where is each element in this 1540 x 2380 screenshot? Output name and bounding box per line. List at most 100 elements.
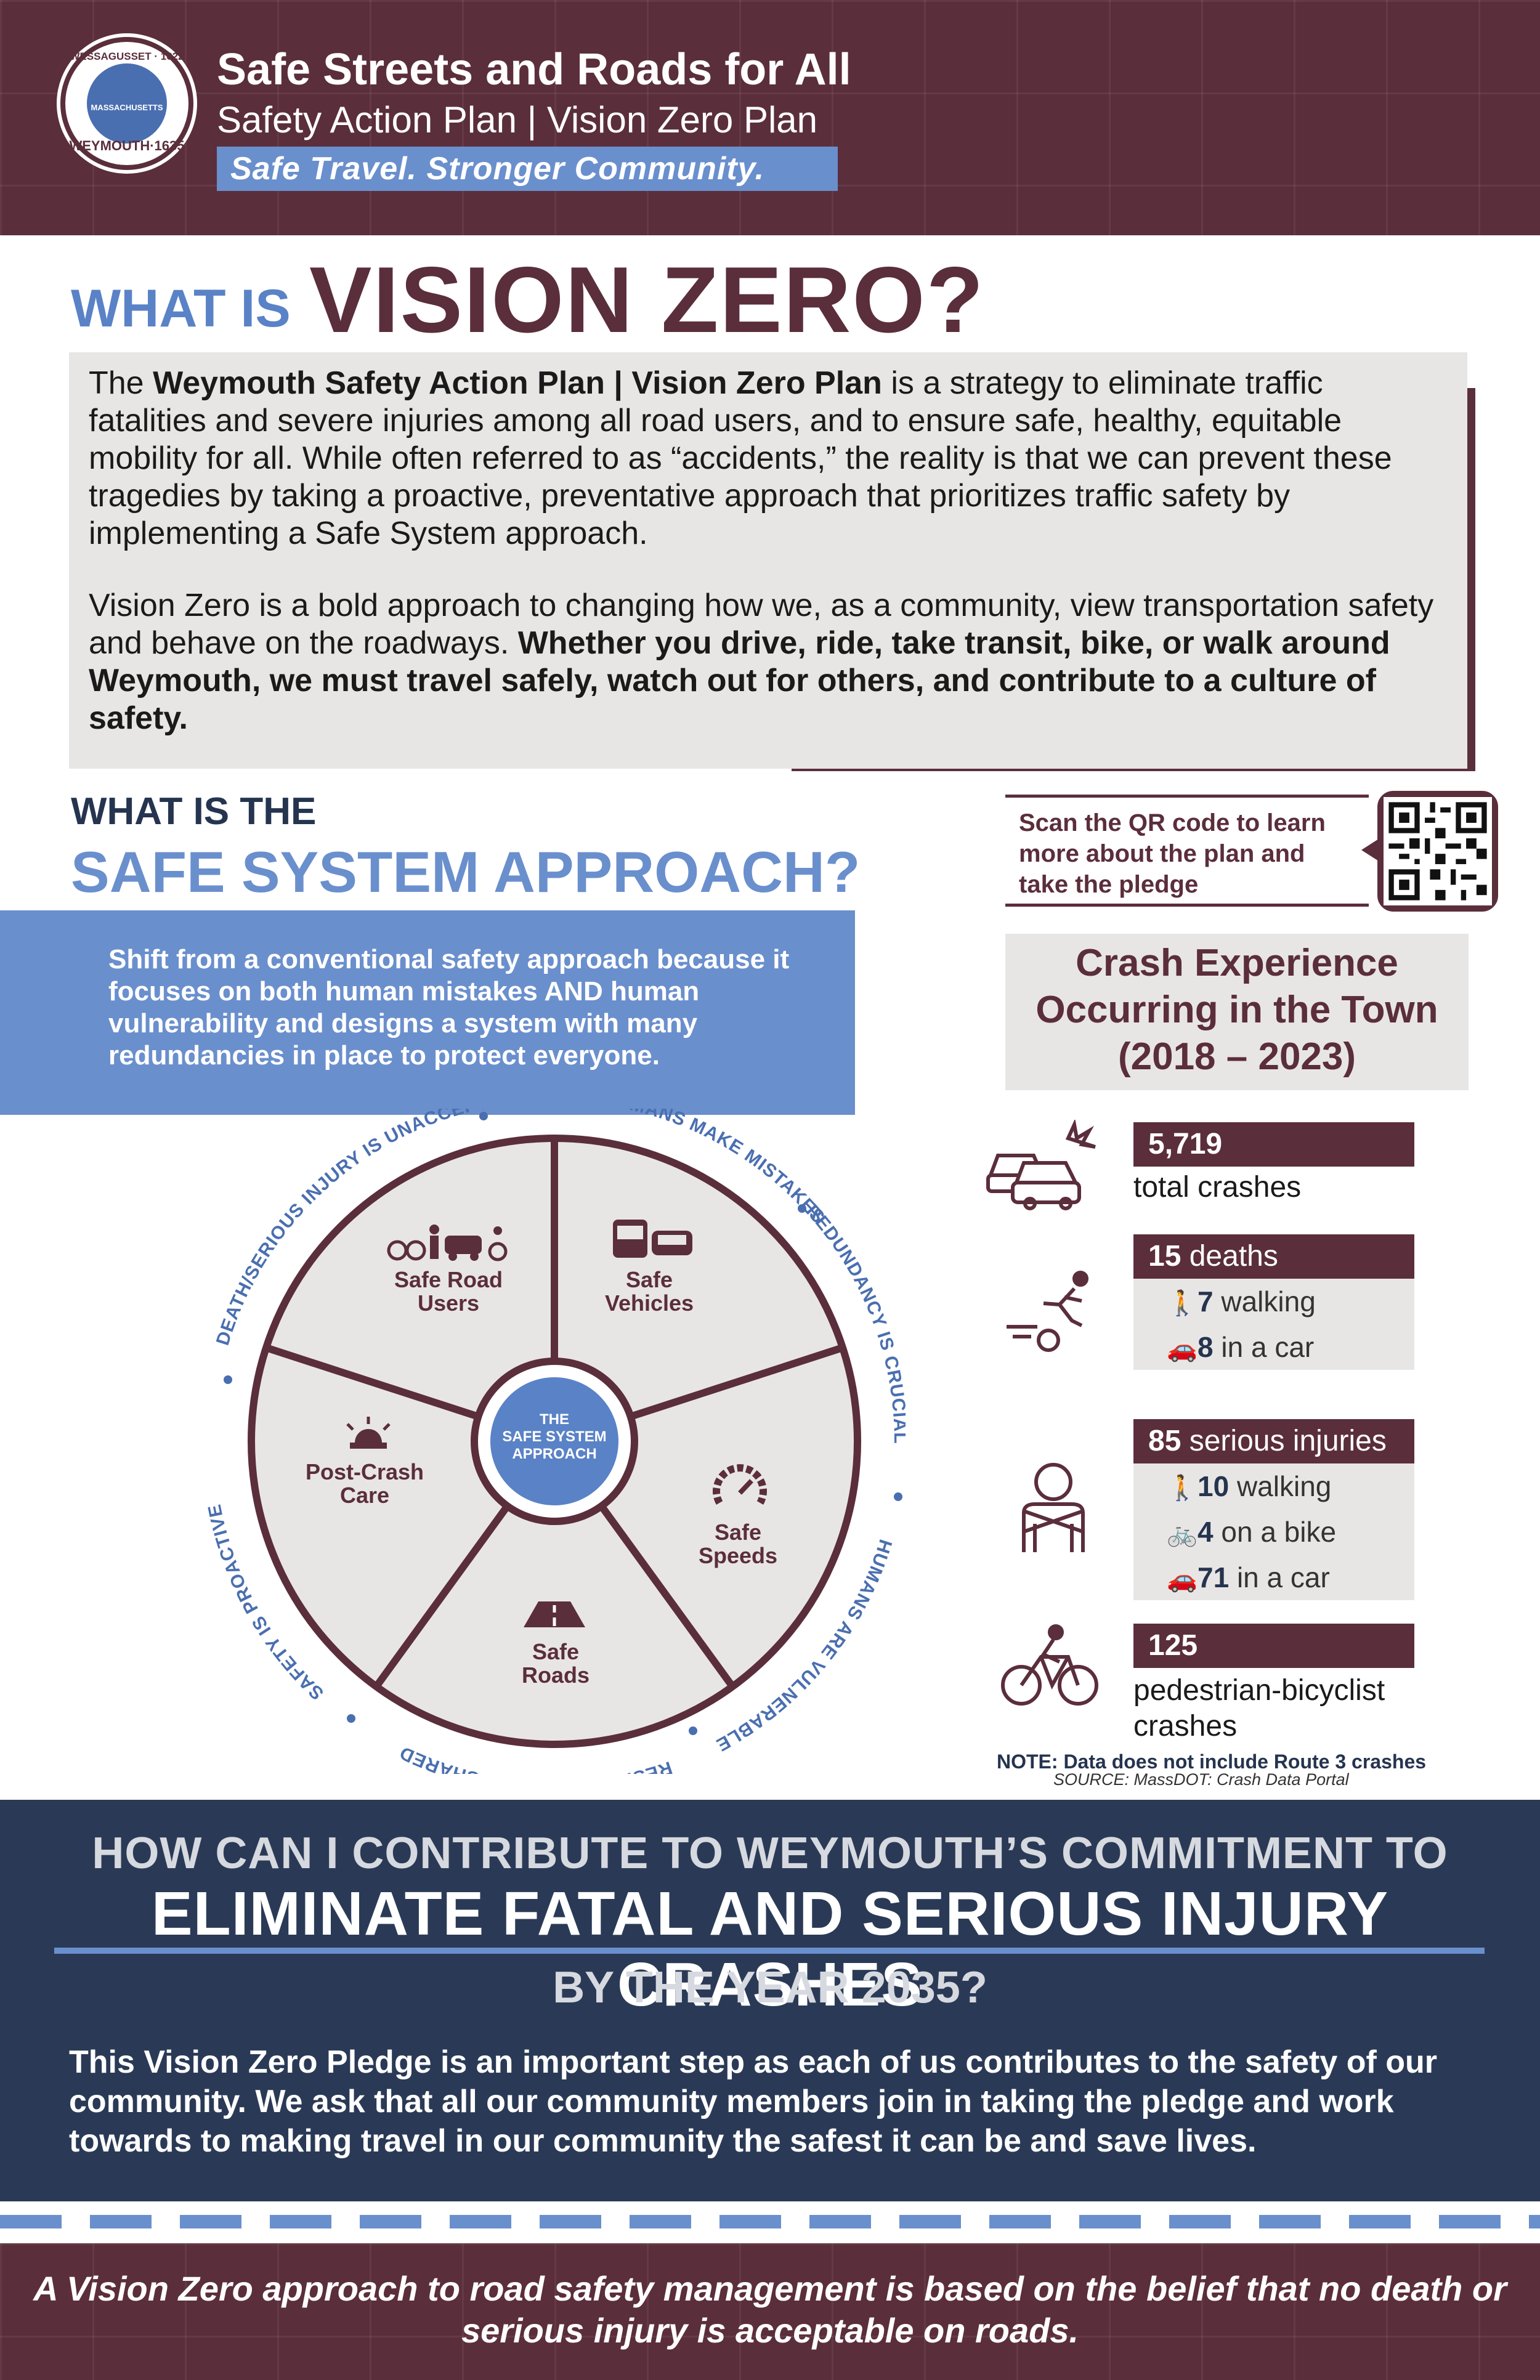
header-title: Safe Streets and Roads for All xyxy=(217,45,851,94)
data-note: NOTE: Data does not include Route 3 cras… xyxy=(997,1751,1427,1773)
pledge-question-line-2: ELIMINATE FATAL AND SERIOUS INJURY CRASH… xyxy=(151,1879,1389,2019)
wheel-center xyxy=(490,1377,618,1505)
road-icon xyxy=(524,1601,585,1627)
pledge-question-line-3: BY THE YEAR 2035? xyxy=(553,1963,987,2012)
qr-code-icon[interactable] xyxy=(1384,797,1492,905)
vision-zero-heading-small: WHAT IS xyxy=(71,279,291,338)
pedestrian-struck-icon xyxy=(1007,1271,1088,1352)
deaths-walking-label: walking xyxy=(1221,1285,1316,1318)
segment-roads-l2: Roads xyxy=(522,1662,590,1688)
road-users-icon xyxy=(387,1224,508,1261)
segment-speeds-l1: Safe xyxy=(715,1520,761,1545)
injuries-breakdown: 🚶10 walking 🚲4 on a bike 🚗71 in a car xyxy=(1133,1463,1414,1600)
injuries-walking-label: walking xyxy=(1236,1470,1332,1502)
qr-callout-pointer xyxy=(1361,839,1379,861)
segment-roads-l1: Safe xyxy=(532,1639,579,1664)
seal-top-text: WESSAGUSSET · 1622 xyxy=(70,51,184,62)
injuries-value: 85 xyxy=(1148,1425,1181,1457)
deaths-label: deaths xyxy=(1189,1240,1278,1273)
road-dashes xyxy=(0,2215,1540,2228)
injured-person-icon xyxy=(1022,1463,1085,1552)
intro-p1-pre: The xyxy=(89,365,153,401)
data-source: SOURCE: MassDOT: Crash Data Portal xyxy=(1053,1770,1349,1789)
walking-icon: 🚶 xyxy=(1167,1290,1198,1317)
speedometer-icon xyxy=(713,1464,767,1505)
segment-vehicles-l2: Vehicles xyxy=(605,1290,694,1316)
deaths-car-value: 8 xyxy=(1198,1331,1214,1363)
total-crashes-value: 5,719 xyxy=(1148,1128,1223,1160)
segment-vehicles-l1: Safe xyxy=(626,1267,673,1292)
bike-icon: 🚲 xyxy=(1167,1520,1198,1547)
vision-zero-heading: VISION ZERO? xyxy=(309,248,985,352)
safe-system-wheel: THE SAFE SYSTEM APPROACH Safe Road Users xyxy=(205,1109,906,1774)
segment-post-crash-l1: Post-Crash xyxy=(306,1459,424,1484)
segment-post-crash-l2: Care xyxy=(340,1483,389,1508)
intro-p2-bold: Whether you drive, ride, take transit, b… xyxy=(89,625,1390,736)
injuries-car-row: 🚗71 in a car xyxy=(1133,1555,1414,1600)
bicyclist-icon xyxy=(1001,1624,1098,1706)
intro-p1-post: is a strategy to eliminate traffic fatal… xyxy=(89,365,1392,551)
deaths-walking-value: 7 xyxy=(1198,1285,1214,1318)
header-banner xyxy=(0,0,1540,235)
pledge-section xyxy=(0,1800,1540,2201)
deaths-value: 15 xyxy=(1148,1240,1181,1273)
total-crashes-label: total crashes xyxy=(1133,1171,1302,1204)
emergency-light-icon xyxy=(346,1417,391,1449)
qr-callout: Scan the QR code to learn more about the… xyxy=(1005,795,1369,907)
intro-p1-bold: Weymouth Safety Action Plan | Vision Zer… xyxy=(153,365,882,401)
deaths-bar: 15 deaths xyxy=(1133,1234,1414,1279)
total-crashes-bar: 5,719 xyxy=(1133,1122,1414,1167)
injuries-car-value: 71 xyxy=(1198,1561,1230,1593)
vehicles-icon xyxy=(613,1220,692,1258)
deaths-breakdown: 🚶7 walking 🚗8 in a car xyxy=(1133,1279,1414,1370)
road-divider xyxy=(0,2201,1540,2243)
intro-paragraph-1: The Weymouth Safety Action Plan | Vision… xyxy=(89,365,1448,552)
center-line-1: THE xyxy=(540,1411,569,1428)
injuries-walking-value: 10 xyxy=(1198,1470,1230,1502)
intro-p2-pre: Vision Zero is a bold approach to changi… xyxy=(89,588,1434,661)
ped-bike-value: 125 xyxy=(1148,1629,1198,1662)
header-tagline: Safe Travel. Stronger Community. xyxy=(217,147,838,191)
qr-code-frame[interactable] xyxy=(1377,791,1498,912)
principle-dots xyxy=(224,1112,902,1735)
deaths-car-label: in a car xyxy=(1221,1331,1315,1363)
center-line-3: APPROACH xyxy=(512,1446,596,1462)
car-crash-icon xyxy=(986,1120,1096,1210)
ped-bike-label: pedestrian-bicyclist crashes xyxy=(1133,1674,1385,1742)
deaths-car-row: 🚗8 in a car xyxy=(1133,1324,1414,1370)
walking-icon: 🚶 xyxy=(1167,1475,1198,1502)
safe-system-heading-small: WHAT IS THE xyxy=(71,790,317,833)
town-seal-icon: WESSAGUSSET · 1622 MASSACHUSETTS WEYMOUT… xyxy=(60,37,193,170)
segment-road-users-l1: Safe Road xyxy=(394,1267,503,1292)
pledge-question-line-1: HOW CAN I CONTRIBUTE TO WEYMOUTH’S COMMI… xyxy=(92,1829,1448,1878)
safe-system-description: Shift from a conventional safety approac… xyxy=(108,944,790,1071)
injuries-bike-label: on a bike xyxy=(1221,1516,1337,1548)
seal-bottom-text: WEYMOUTH·1635 xyxy=(69,138,185,153)
center-line-2: SAFE SYSTEM xyxy=(502,1428,606,1445)
segment-road-users-l2: Users xyxy=(418,1290,479,1316)
injuries-car-label: in a car xyxy=(1236,1561,1330,1593)
intro-paragraph-2: Vision Zero is a bold approach to changi… xyxy=(89,587,1448,737)
injuries-label: serious injuries xyxy=(1189,1425,1387,1457)
injuries-bike-value: 4 xyxy=(1198,1516,1214,1548)
injuries-bike-row: 🚲4 on a bike xyxy=(1133,1509,1414,1555)
footer-statement: A Vision Zero approach to road safety ma… xyxy=(33,2269,1507,2350)
injuries-bar: 85 serious injuries xyxy=(1133,1419,1414,1463)
injuries-walking-row: 🚶10 walking xyxy=(1133,1463,1414,1509)
crash-heading-line-2: Occurring in the Town xyxy=(1035,989,1438,1031)
pledge-body: This Vision Zero Pledge is an important … xyxy=(69,2044,1437,2159)
pledge-underline xyxy=(54,1948,1485,1954)
header-subtitle: Safety Action Plan | Vision Zero Plan xyxy=(217,99,818,140)
safe-system-heading: SAFE SYSTEM APPROACH? xyxy=(71,840,861,904)
ped-bike-bar: 125 xyxy=(1133,1624,1414,1668)
seal-center: MASSACHUSETTS xyxy=(84,60,170,147)
footer-banner xyxy=(0,2243,1540,2380)
safe-system-band xyxy=(0,910,855,1115)
intro-text-box: The Weymouth Safety Action Plan | Vision… xyxy=(69,352,1467,769)
car-icon: 🚗 xyxy=(1167,1335,1198,1362)
crash-heading: Crash Experience Occurring in the Town (… xyxy=(1005,934,1469,1090)
car-icon: 🚗 xyxy=(1167,1566,1198,1593)
seal-mid-text: MASSACHUSETTS xyxy=(91,103,163,112)
segment-speeds-l2: Speeds xyxy=(699,1543,777,1568)
deaths-walking-row: 🚶7 walking xyxy=(1133,1279,1414,1324)
